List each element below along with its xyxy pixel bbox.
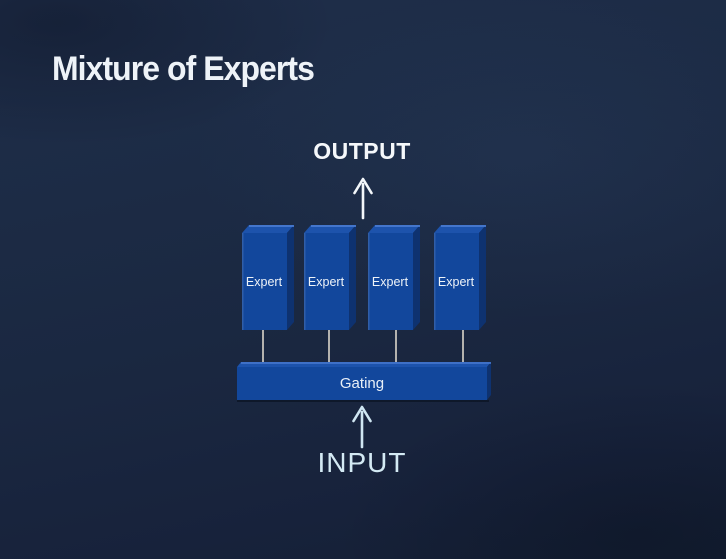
expert-label-1: Expert — [245, 275, 283, 289]
input-label: INPUT — [317, 447, 407, 478]
input-arrow-icon — [352, 405, 372, 449]
gating-bar — [237, 362, 491, 402]
output-label: OUTPUT — [313, 138, 411, 164]
gating-label: Gating — [339, 375, 385, 392]
expert-label-4: Expert — [437, 275, 475, 289]
expert-label-3: Expert — [371, 275, 409, 289]
slide-title: Mixture of Experts — [52, 50, 315, 88]
expert-box-4 — [434, 225, 486, 330]
expert-box-3 — [368, 225, 420, 330]
connector-lines — [262, 330, 464, 368]
expert-box-1 — [242, 225, 294, 330]
output-arrow-icon — [353, 177, 373, 220]
expert-label-2: Expert — [307, 275, 345, 289]
expert-box-2 — [304, 225, 356, 330]
